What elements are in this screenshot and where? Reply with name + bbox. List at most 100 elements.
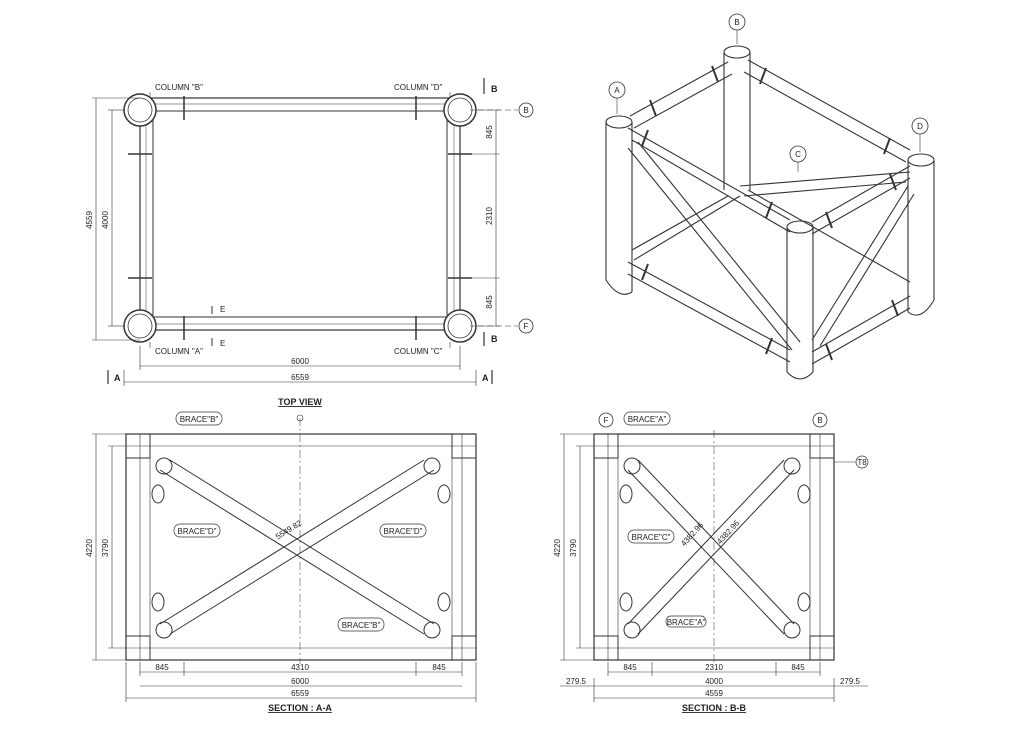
column-c-label: COLUMN "C": [394, 347, 443, 356]
aa-brace-d-right-label: BRACE"D": [383, 527, 422, 536]
iso-bottom-beams: [627, 189, 911, 365]
top-view-bottom-dims: [107, 346, 493, 386]
iso-clamps: [641, 65, 899, 361]
section-bb-title: SECTION : B-B: [682, 703, 746, 713]
bb-grid-b-bubble: [812, 412, 828, 428]
bb-dim-4000: 4000: [705, 677, 723, 686]
isometric-view: A B C D: [605, 13, 935, 380]
aa-rings: [151, 484, 451, 612]
aa-brace-b-bottom-label: BRACE"B": [342, 621, 381, 630]
aa-dim-845-right: 845: [432, 663, 446, 672]
top-view-clamps: [128, 96, 472, 340]
top-view: COLUMN "B" COLUMN "D" COLUMN "A" COLUMN …: [85, 78, 534, 407]
section-aa-title: SECTION : A-A: [268, 703, 332, 713]
column-d-label: COLUMN "D": [394, 83, 443, 92]
aa-dim-845-left: 845: [155, 663, 169, 672]
grid-bubble-b: [518, 102, 534, 118]
bb-plate-tr: [809, 433, 835, 459]
top-view-left-dims: [92, 97, 140, 341]
aa-dim-6559: 6559: [291, 689, 309, 698]
bb-grid-f-bubble: [598, 412, 614, 428]
aa-dim-4220: 4220: [85, 539, 94, 557]
iso-label-b-bubble: [728, 13, 746, 31]
bb-dim-279-5-left: 279.5: [566, 677, 587, 686]
aa-dim-6000: 6000: [291, 677, 309, 686]
grid-bubble-b-label: B: [523, 106, 528, 115]
dim-6000-horizontal: 6000: [291, 357, 309, 366]
top-view-inner-frame: [152, 110, 448, 318]
aa-braces: [155, 457, 441, 639]
bb-dim-4559: 4559: [705, 689, 723, 698]
iso-top-beams: [627, 59, 911, 235]
bb-mark-t8: T8: [857, 458, 867, 467]
aa-brace-b-top-label: BRACE"B": [180, 415, 219, 424]
bb-plate-br: [809, 635, 835, 661]
bb-grid-f-label: F: [604, 416, 609, 425]
bb-rings: [619, 484, 811, 612]
bb-dim-845-left: 845: [623, 663, 637, 672]
aa-plate-br: [451, 635, 477, 661]
iso-label-c: C: [795, 150, 801, 159]
bb-dim-2310: 2310: [705, 663, 723, 672]
iso-label-d-bubble: [911, 117, 929, 135]
dim-845-bottom-right: 845: [485, 295, 494, 309]
cut-mark-a-left: A: [114, 373, 121, 383]
aa-brace-b-top-box: [175, 411, 223, 426]
dim-6559-horizontal: 6559: [291, 373, 309, 382]
bb-brace-c-box: [627, 529, 675, 544]
bb-dim-279-5-right: 279.5: [840, 677, 861, 686]
top-view-outer-frame: [139, 97, 461, 331]
bb-grid-b-label: B: [817, 416, 822, 425]
bb-brace-c-label: BRACE"C": [631, 533, 670, 542]
aa-brace-d-left-label: BRACE"D": [177, 527, 216, 536]
aa-dim-3790: 3790: [101, 539, 110, 557]
bb-left-dims: [560, 433, 594, 661]
dim-4000-vertical: 4000: [101, 211, 110, 229]
column-a-circle: [123, 309, 157, 343]
bb-bottom-dims: [560, 662, 868, 702]
dim-4559-vertical: 4559: [85, 211, 94, 229]
iso-column-d: [907, 153, 935, 316]
iso-label-d: D: [917, 122, 923, 131]
aa-dim-4310: 4310: [291, 663, 309, 672]
bb-brace-a-bottom-box: [665, 615, 707, 628]
grid-bubble-f-label: F: [524, 322, 529, 331]
iso-braces: [627, 141, 915, 351]
iso-label-a-bubble: [608, 81, 626, 99]
top-view-title: TOP VIEW: [278, 397, 322, 407]
iso-label-c-bubble: [789, 145, 807, 163]
iso-column-b: [723, 45, 751, 190]
bb-dim-4220: 4220: [553, 539, 562, 557]
iso-label-a: A: [614, 86, 620, 95]
bb-braces: [623, 457, 801, 639]
cut-mark-a-right: A: [482, 373, 489, 383]
bb-brace-a-bottom-label: BRACE"A": [667, 618, 706, 627]
grid-bubble-f: [518, 318, 534, 334]
dim-2310-right: 2310: [485, 207, 494, 225]
bb-diagonal-dim-1: 4382.96: [679, 520, 705, 548]
bb-dim-845-right: 845: [791, 663, 805, 672]
aa-bottom-dims: [125, 662, 477, 702]
aa-brace-d-right-box: [379, 523, 427, 538]
column-b-circle: [123, 93, 157, 127]
cut-mark-b-bottom: B: [491, 334, 498, 344]
column-a-label: COLUMN "A": [155, 347, 203, 356]
iso-label-b: B: [734, 18, 739, 27]
bb-diagonal-dim-2: 4382.96: [715, 518, 741, 546]
iso-column-c: [786, 220, 814, 380]
aa-plate-tr: [451, 433, 477, 459]
section-bb: F B T8 BRACE"A" BRACE"C" BRACE"A" 4382.9…: [553, 411, 869, 713]
aa-brace-b-bottom-box: [337, 617, 385, 632]
bb-brace-a-top-label: BRACE"A": [628, 415, 667, 424]
column-b-label: COLUMN "B": [155, 83, 203, 92]
section-aa-frame: [125, 433, 477, 661]
aa-brace-d-left-box: [173, 523, 221, 538]
bb-dim-3790: 3790: [569, 539, 578, 557]
cut-mark-e-bottom: E: [220, 339, 225, 348]
cut-mark-e-top: E: [220, 305, 225, 314]
dim-845-top-right: 845: [485, 125, 494, 139]
cut-mark-b-top: B: [491, 84, 498, 94]
aa-left-dims: [92, 433, 126, 661]
